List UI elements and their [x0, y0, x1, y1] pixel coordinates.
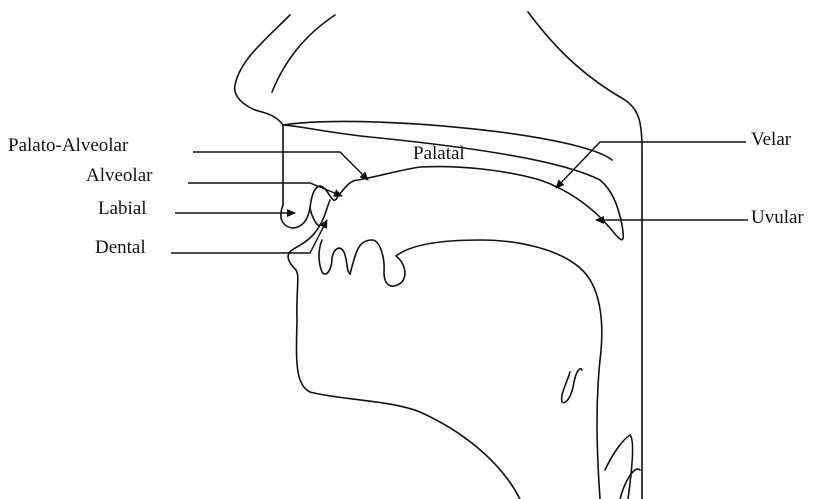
label-alveolar: Alveolar [86, 166, 152, 185]
lower-teeth [319, 240, 350, 274]
epiglottis [562, 369, 582, 403]
label-uvular: Uvular [751, 208, 804, 227]
arrow-velar [556, 142, 746, 188]
larynx-left [605, 435, 633, 499]
label-palatal: Palatal [413, 144, 465, 163]
label-dental: Dental [95, 238, 146, 257]
nose-outline [235, 15, 290, 205]
arrow-dental [171, 220, 327, 253]
label-velar: Velar [751, 130, 791, 149]
upper-teeth [310, 200, 330, 226]
nasal-cavity-upper [272, 15, 335, 92]
label-labial: Labial [98, 199, 147, 218]
label-palato-alveolar: Palato-Alveolar [8, 136, 128, 155]
arrow-palato-alveolar [193, 152, 368, 180]
upper-lip [281, 205, 310, 228]
arrow-alveolar [188, 183, 342, 196]
tongue [350, 240, 602, 499]
back-of-head [528, 12, 642, 499]
